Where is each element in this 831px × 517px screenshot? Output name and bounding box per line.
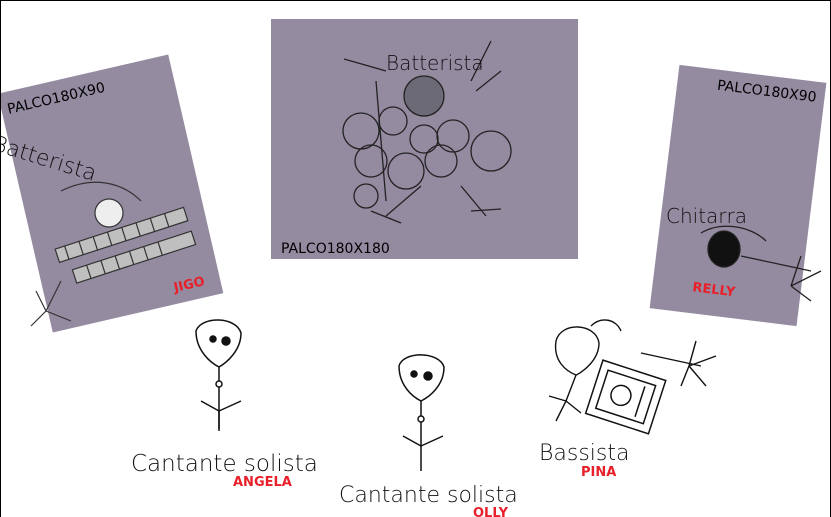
center-platform: PALCO180X180 — [271, 19, 578, 259]
singer-2-name: OLLY — [473, 506, 509, 517]
guitarist-role-label: Chitarra — [666, 204, 747, 228]
mic-stand-icon — [640, 340, 717, 387]
singer-icon — [195, 319, 242, 431]
center-platform-label: PALCO180X180 — [281, 241, 390, 257]
amp-icon — [584, 359, 667, 435]
drum-kit-icon — [342, 40, 512, 224]
bassist-role-label: Bassista — [539, 441, 630, 466]
lead-singer-1-role-label: Cantante solista — [131, 451, 318, 477]
lead-singer-2-role-label: Cantante solista — [339, 483, 518, 508]
drummer-role-label: Batterista — [386, 51, 484, 75]
keyboard-icon — [30, 181, 197, 327]
guitarist-icon — [700, 225, 822, 302]
singer-icon — [398, 354, 445, 471]
bassist-icon — [548, 319, 622, 422]
bassist-name: PINA — [581, 465, 617, 480]
singer-1-name: ANGELA — [233, 475, 292, 490]
